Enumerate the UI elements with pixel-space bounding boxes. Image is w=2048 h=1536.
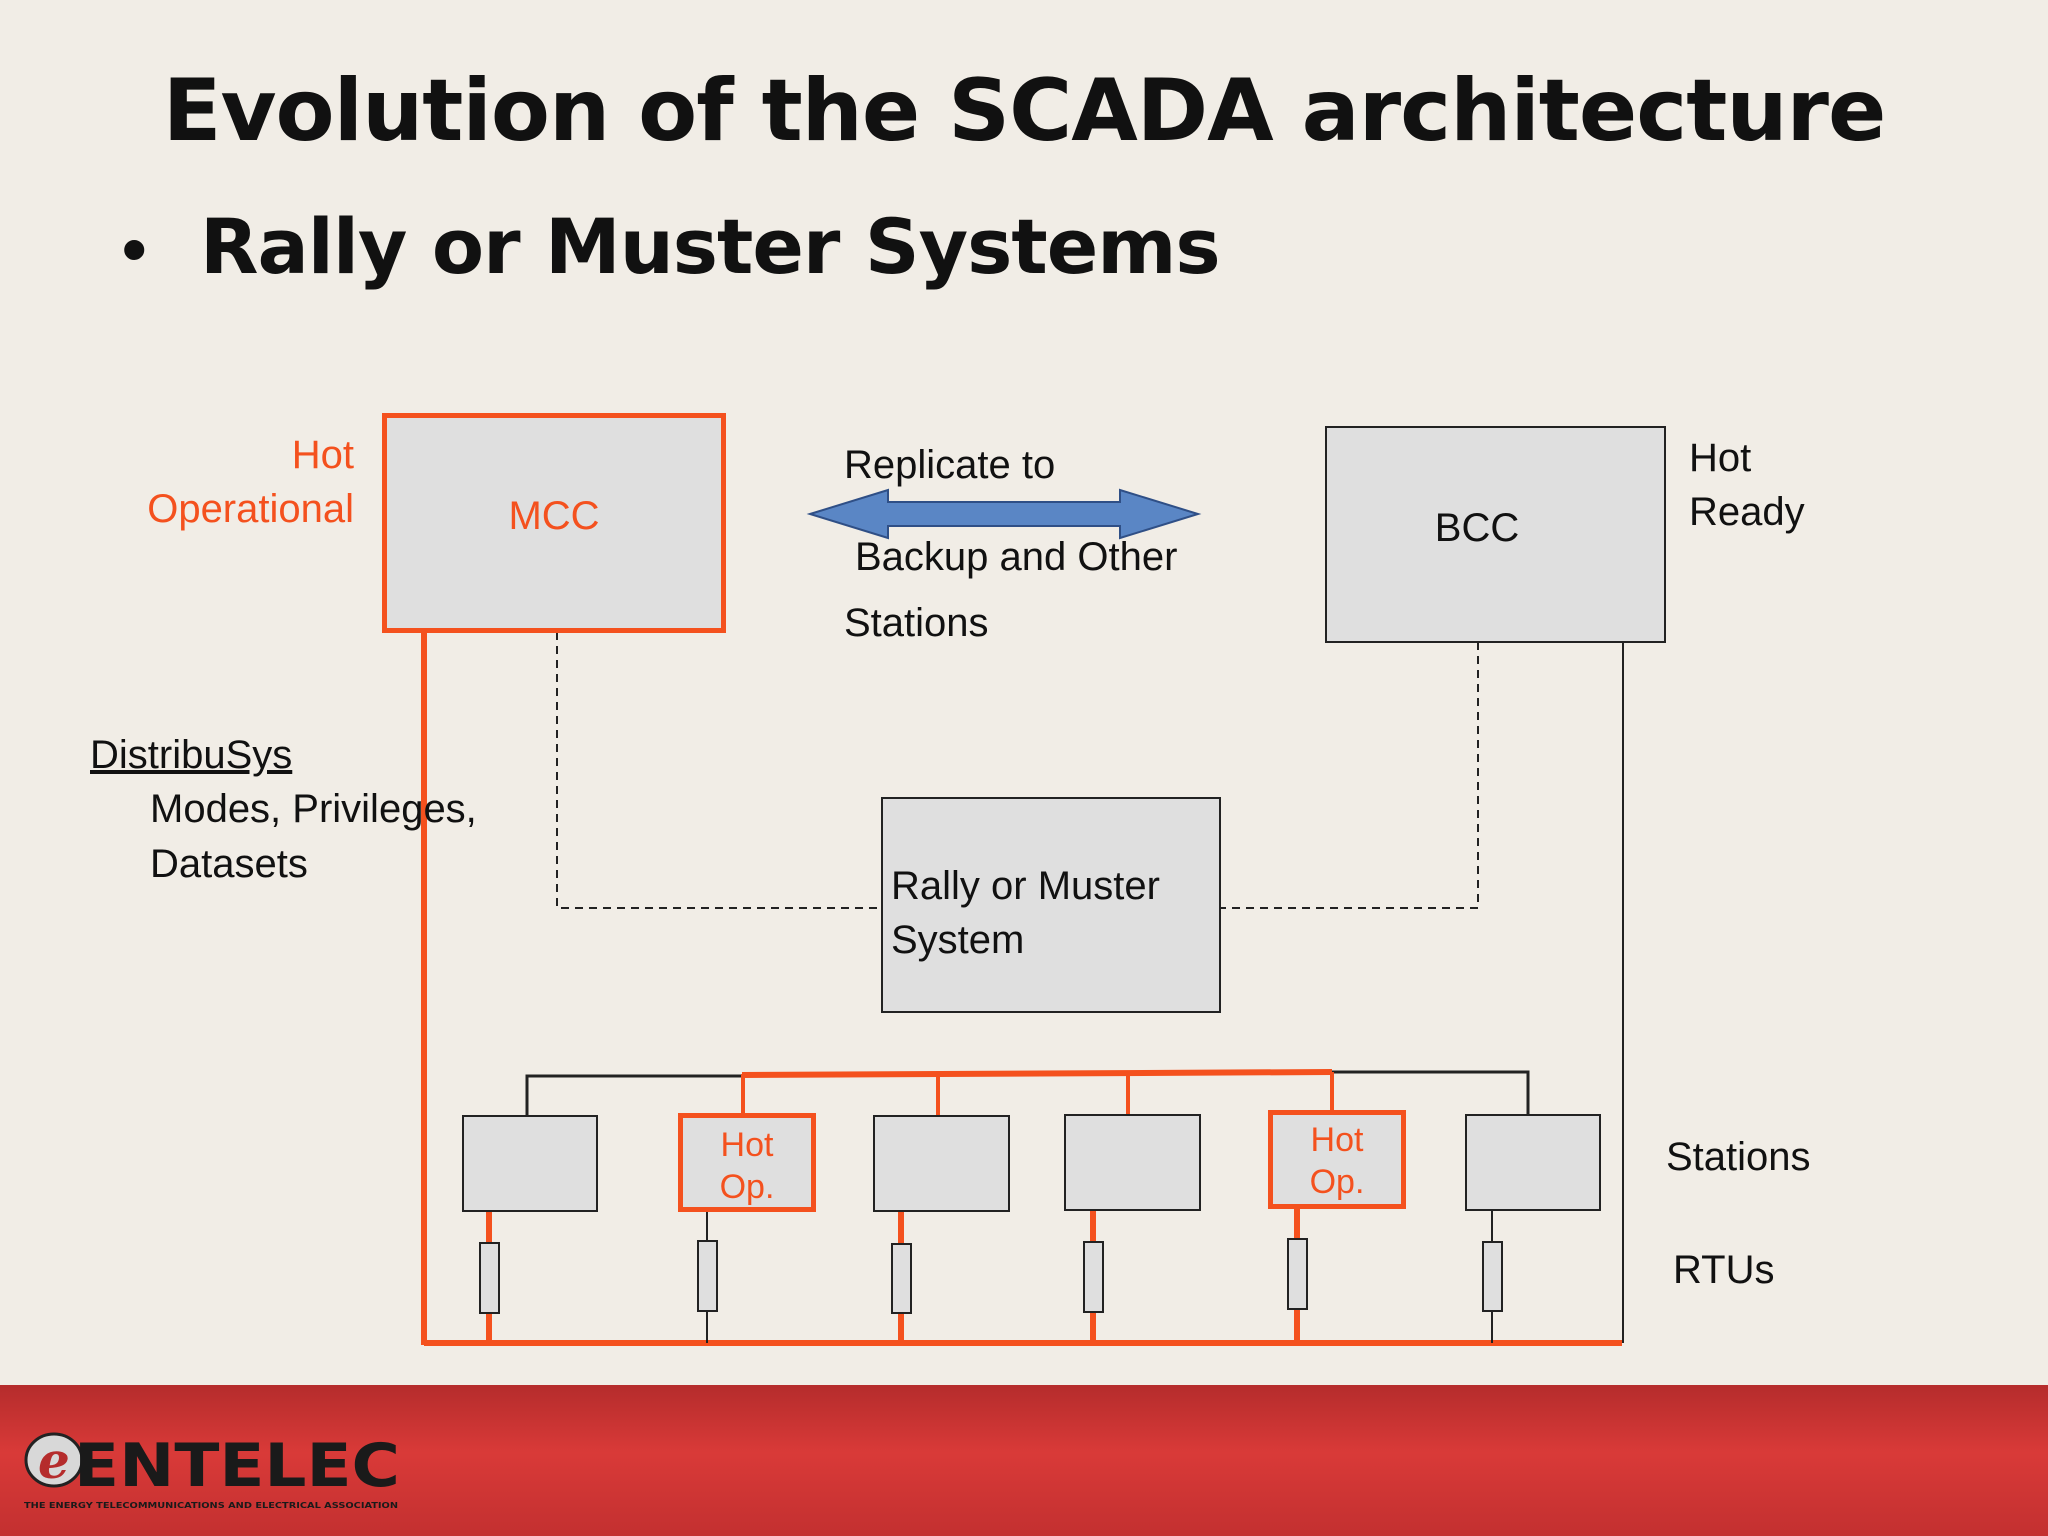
mcc-label: MCC [508, 494, 600, 538]
station-hot-label: Hot [720, 1126, 774, 1164]
mcc-rally-dashed [556, 632, 880, 909]
distribusys-line1: Modes, Privileges, [150, 787, 477, 831]
mcc-box: MCC [382, 413, 726, 633]
bcc-label: BCC [1434, 506, 1520, 550]
rtu-box [1083, 1241, 1104, 1313]
svg-text:e: e [38, 1431, 70, 1490]
replicate-label-line3: Stations [844, 601, 989, 645]
station-box [462, 1115, 598, 1212]
replicate-label-line1: Replicate to [844, 443, 1056, 487]
stations-label: Stations [1666, 1135, 1811, 1179]
bcc-box: BCC [1325, 426, 1666, 643]
station-bus-orange [741, 1069, 1333, 1078]
replicate-arrow [806, 488, 1202, 540]
bullet-marker: • [122, 210, 147, 288]
station-op-label: Op. [1309, 1163, 1365, 1201]
station-op-label: Op. [719, 1168, 775, 1206]
rtu-links [486, 1208, 1493, 1343]
bullet-text: Rally or Muster Systems [200, 202, 1221, 291]
station-box [1465, 1114, 1601, 1211]
bcc-status: Hot Ready [1689, 431, 1805, 539]
rtu-box [1482, 1241, 1503, 1312]
rtu-box [697, 1240, 718, 1312]
rtu-box [1287, 1238, 1308, 1310]
mcc-status-line2: Operational [147, 487, 354, 531]
rally-muster-text: Rally or Muster System [891, 859, 1160, 967]
rally-line2: System [891, 918, 1025, 962]
station-bus-left [525, 1074, 742, 1117]
distribusys-heading: DistribuSys [90, 733, 293, 777]
station-box [873, 1115, 1010, 1212]
bcc-rally-dashed [1221, 642, 1479, 909]
bcc-status-line1: Hot [1689, 436, 1752, 480]
station-hot-label: Hot [1310, 1121, 1364, 1159]
station-bus-right [1332, 1070, 1530, 1115]
rally-line1: Rally or Muster [891, 864, 1160, 908]
distribusys-line2: Datasets [150, 842, 308, 886]
station-box-hot-op: Hot Op. [678, 1113, 816, 1212]
replicate-label-line2: Backup and Other [855, 535, 1178, 579]
footer-band [0, 1385, 2048, 1536]
station-box-hot-op: Hot Op. [1268, 1110, 1406, 1209]
mcc-status-line1: Hot [291, 433, 354, 477]
rtu-box [479, 1242, 500, 1314]
logo-tagline: THE ENERGY TELECOMMUNICATIONS AND ELECTR… [24, 1501, 398, 1510]
entelec-logo: e ENTELEC THE ENERGY TELECOMMUNICATIONS … [24, 1431, 400, 1510]
mcc-status: Hot Operational [110, 428, 354, 536]
slide-title: Evolution of the SCADA architecture [162, 61, 1887, 161]
station-box [1064, 1114, 1201, 1211]
rtus-label: RTUs [1673, 1248, 1775, 1292]
rally-muster-box: Rally or Muster System [881, 797, 1221, 1013]
logo-wordmark: ENTELEC [74, 1431, 400, 1501]
rtu-box [891, 1243, 912, 1314]
bcc-status-line2: Ready [1689, 490, 1805, 534]
